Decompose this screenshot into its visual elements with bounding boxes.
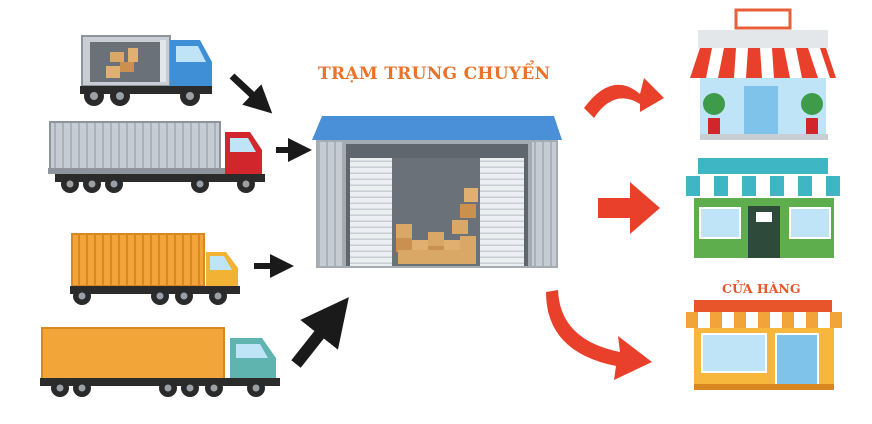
store-orange-awning-icon: [686, 300, 842, 390]
warehouse-icon: [312, 116, 562, 268]
store-teal-awning-icon: [686, 158, 840, 258]
box-truck-blue-icon: [80, 35, 212, 106]
store-title: CỬA HÀNG: [722, 281, 801, 296]
container-truck-yellow-icon: [70, 233, 240, 305]
arrow-icon: [229, 73, 273, 114]
curved-arrow-icon: [584, 78, 664, 118]
arrow-icon: [598, 182, 660, 234]
container-truck-red-icon: [48, 121, 265, 193]
container-truck-teal-icon: [40, 327, 280, 397]
curved-arrow-icon: [546, 290, 652, 380]
outbound-arrows: [546, 78, 664, 380]
store-red-awning-icon: [690, 8, 836, 140]
arrow-icon: [291, 297, 349, 368]
inbound-arrows: [229, 73, 349, 368]
hub-title: TRẠM TRUNG CHUYỂN: [318, 64, 551, 84]
